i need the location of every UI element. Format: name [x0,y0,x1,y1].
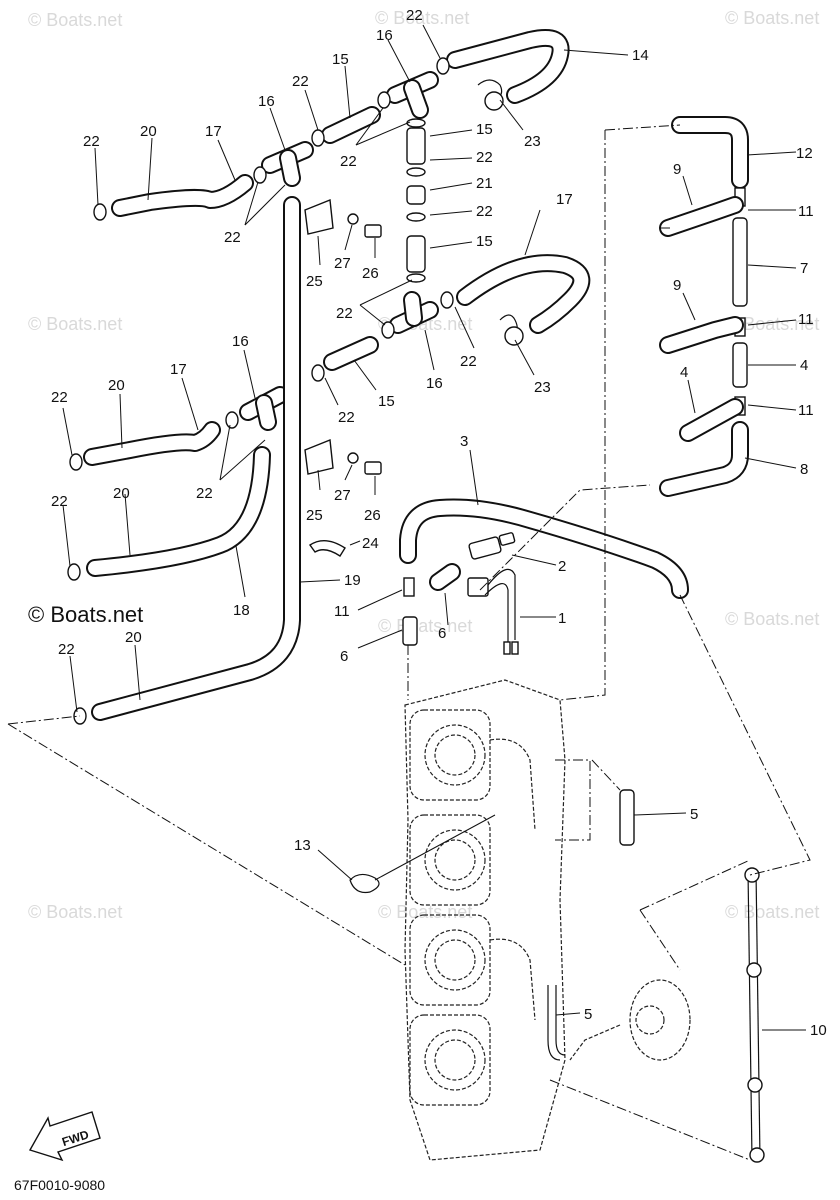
callout-13: 13 [294,837,311,854]
callout-22: 22 [476,149,493,166]
callout-16: 16 [258,93,275,110]
watermark: © Boats.net [28,902,122,922]
callout-26: 26 [364,507,381,524]
callout-16: 16 [426,375,443,392]
callout-11: 11 [798,402,814,419]
callout-6: 6 [438,625,446,642]
callout-1: 1 [558,610,566,627]
watermark: © Boats.net [28,314,122,334]
callout-14: 14 [632,47,649,64]
middle-hose-group [67,254,591,581]
callout-16: 16 [376,27,393,44]
watermark-main: © Boats.net [28,602,143,627]
fwd-arrow: FWD [28,1111,101,1162]
carburetor-assembly [349,679,765,1163]
callout-11: 11 [798,311,814,328]
callout-22: 22 [406,7,423,24]
callout-17: 17 [170,361,187,378]
watermark: © Boats.net [725,609,819,629]
callout-17: 17 [205,123,222,140]
callout-10: 10 [810,1022,827,1039]
watermark: © Boats.net [375,8,469,28]
callout-25: 25 [306,507,323,524]
callout-22: 22 [196,485,213,502]
callout-7: 7 [800,260,808,277]
callout-22: 22 [476,203,493,220]
callout-22: 22 [460,353,477,370]
leader-lines [7,24,811,1161]
callout-22: 22 [51,389,68,406]
callout-22: 22 [83,133,100,150]
callout-22: 22 [224,229,241,246]
callout-11: 11 [798,203,814,220]
callout-9: 9 [673,161,681,178]
callout-16: 16 [232,333,249,350]
watermark: © Boats.net [725,8,819,28]
callout-20: 20 [140,123,157,140]
callout-22: 22 [336,305,353,322]
callout-18: 18 [233,602,250,619]
callout-24: 24 [362,535,379,552]
callout-6: 6 [340,648,348,665]
callout-4: 4 [680,364,688,381]
callout-2: 2 [558,558,566,575]
watermark: © Boats.net [725,314,819,334]
callout-12: 12 [796,145,813,162]
watermark: © Boats.net [725,902,819,922]
callout-22: 22 [340,153,357,170]
watermark: © Boats.net [28,10,122,30]
callout-22: 22 [292,73,309,90]
sensor-group [399,498,689,655]
diagram-code: 67F0010-9080 [14,1177,105,1193]
callout-22: 22 [58,641,75,658]
callout-26: 26 [362,265,379,282]
callout-25: 25 [306,273,323,290]
callout-20: 20 [113,485,130,502]
callout-21: 21 [476,175,493,192]
callout-19: 19 [344,572,361,589]
callout-15: 15 [476,121,493,138]
callout-15: 15 [378,393,395,410]
callout-4: 4 [800,357,808,374]
callout-9: 9 [673,277,681,294]
callout-27: 27 [334,487,351,504]
callout-17: 17 [556,191,573,208]
callout-15: 15 [332,51,349,68]
watermark: © Boats.net [378,616,472,636]
callout-3: 3 [460,433,468,450]
callout-22: 22 [338,409,355,426]
watermark: © Boats.net [378,902,472,922]
callout-15: 15 [476,233,493,250]
callout-20: 20 [108,377,125,394]
callout-5: 5 [584,1006,592,1023]
right-hose-stack [659,116,749,497]
callout-11: 11 [334,603,350,620]
watermark-layer: © Boats.net © Boats.net © Boats.net © Bo… [28,8,819,922]
callout-23: 23 [534,379,551,396]
callout-23: 23 [524,133,541,150]
callout-22: 22 [51,493,68,510]
upper-hose-group [93,28,570,283]
callout-5: 5 [690,806,698,823]
callout-8: 8 [800,461,808,478]
callout-27: 27 [334,255,351,272]
callout-labels: 14 22 16 15 22 16 17 20 22 22 22 15 22 2… [51,7,827,1039]
callout-20: 20 [125,629,142,646]
long-hose-19 [73,196,301,725]
